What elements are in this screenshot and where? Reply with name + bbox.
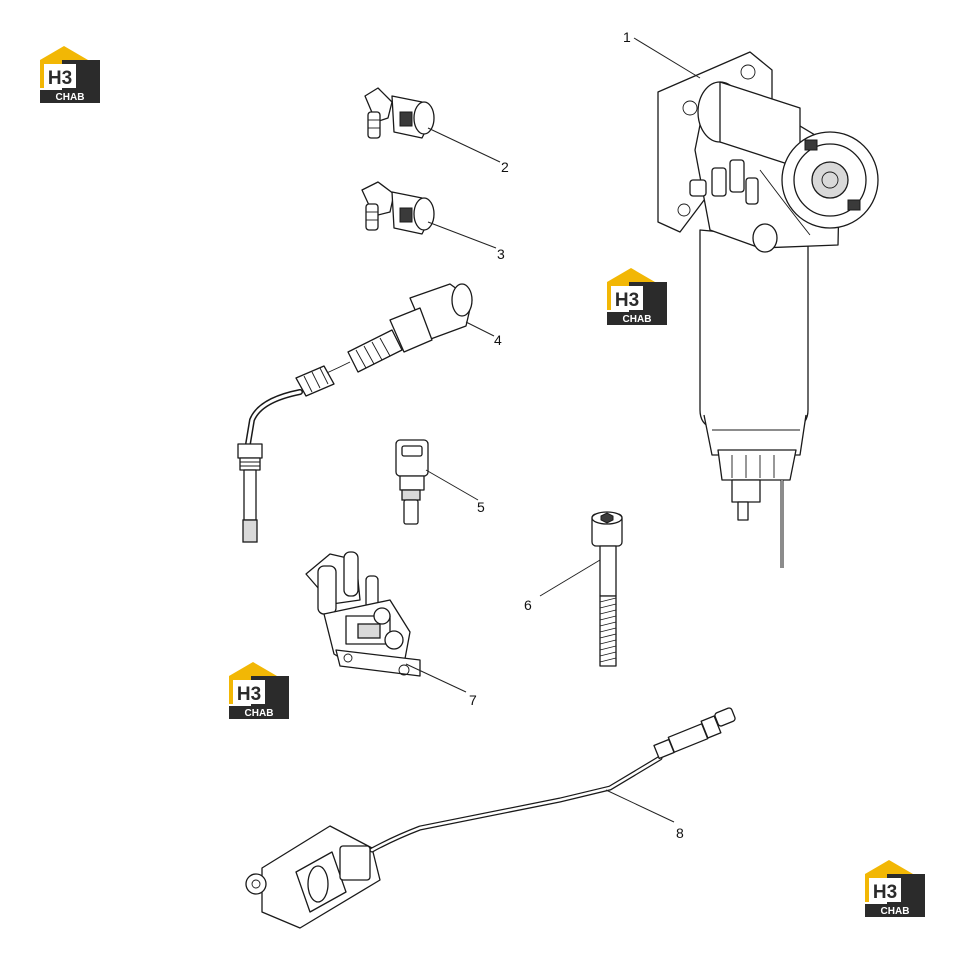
watermark-letters: H3 <box>48 68 72 89</box>
part-8-nox-sensor[interactable] <box>245 707 736 929</box>
part-7-valve-assembly[interactable] <box>305 551 421 677</box>
watermark-letters: H3 <box>873 882 897 903</box>
leader-8 <box>605 789 675 823</box>
watermark-subtext: CHAB <box>881 906 910 917</box>
callout-2: 2 <box>501 159 509 175</box>
watermark-logo-mid-left: H3 CHAB <box>229 662 289 719</box>
callout-5: 5 <box>477 499 485 515</box>
watermark-letters: H3 <box>615 290 639 311</box>
watermark-subtext: CHAB <box>56 92 85 103</box>
leader-3 <box>427 221 497 249</box>
leader-1 <box>633 37 701 79</box>
part-3-elbow-connector[interactable] <box>361 181 435 235</box>
part-6-socket-head-bolt[interactable] <box>591 511 623 667</box>
leader-7 <box>405 663 467 693</box>
leader-6 <box>539 559 601 597</box>
callout-8: 8 <box>676 825 684 841</box>
watermark-letters: H3 <box>237 684 261 705</box>
leader-2 <box>427 127 501 163</box>
callout-1: 1 <box>623 29 631 45</box>
part-2-elbow-connector[interactable] <box>364 87 435 139</box>
watermark-subtext: CHAB <box>245 708 274 719</box>
part-1-fuel-filter-assembly[interactable] <box>657 51 879 568</box>
watermark-subtext: CHAB <box>623 314 652 325</box>
watermark-logo-bottom-right: H3 CHAB <box>865 860 925 917</box>
leader-4 <box>465 321 495 337</box>
bolt-thread <box>599 597 617 663</box>
callout-7: 7 <box>469 692 477 708</box>
callout-3: 3 <box>497 246 505 262</box>
leader-5 <box>425 469 479 501</box>
watermark-logo-top-left: H3 CHAB <box>40 46 100 103</box>
part-5-temperature-sensor[interactable] <box>395 439 429 525</box>
part-4-exhaust-temp-sensor[interactable] <box>237 283 473 543</box>
callout-6: 6 <box>524 597 532 613</box>
callout-4: 4 <box>494 332 502 348</box>
watermark-logo-mid-right: H3 CHAB <box>607 268 667 325</box>
